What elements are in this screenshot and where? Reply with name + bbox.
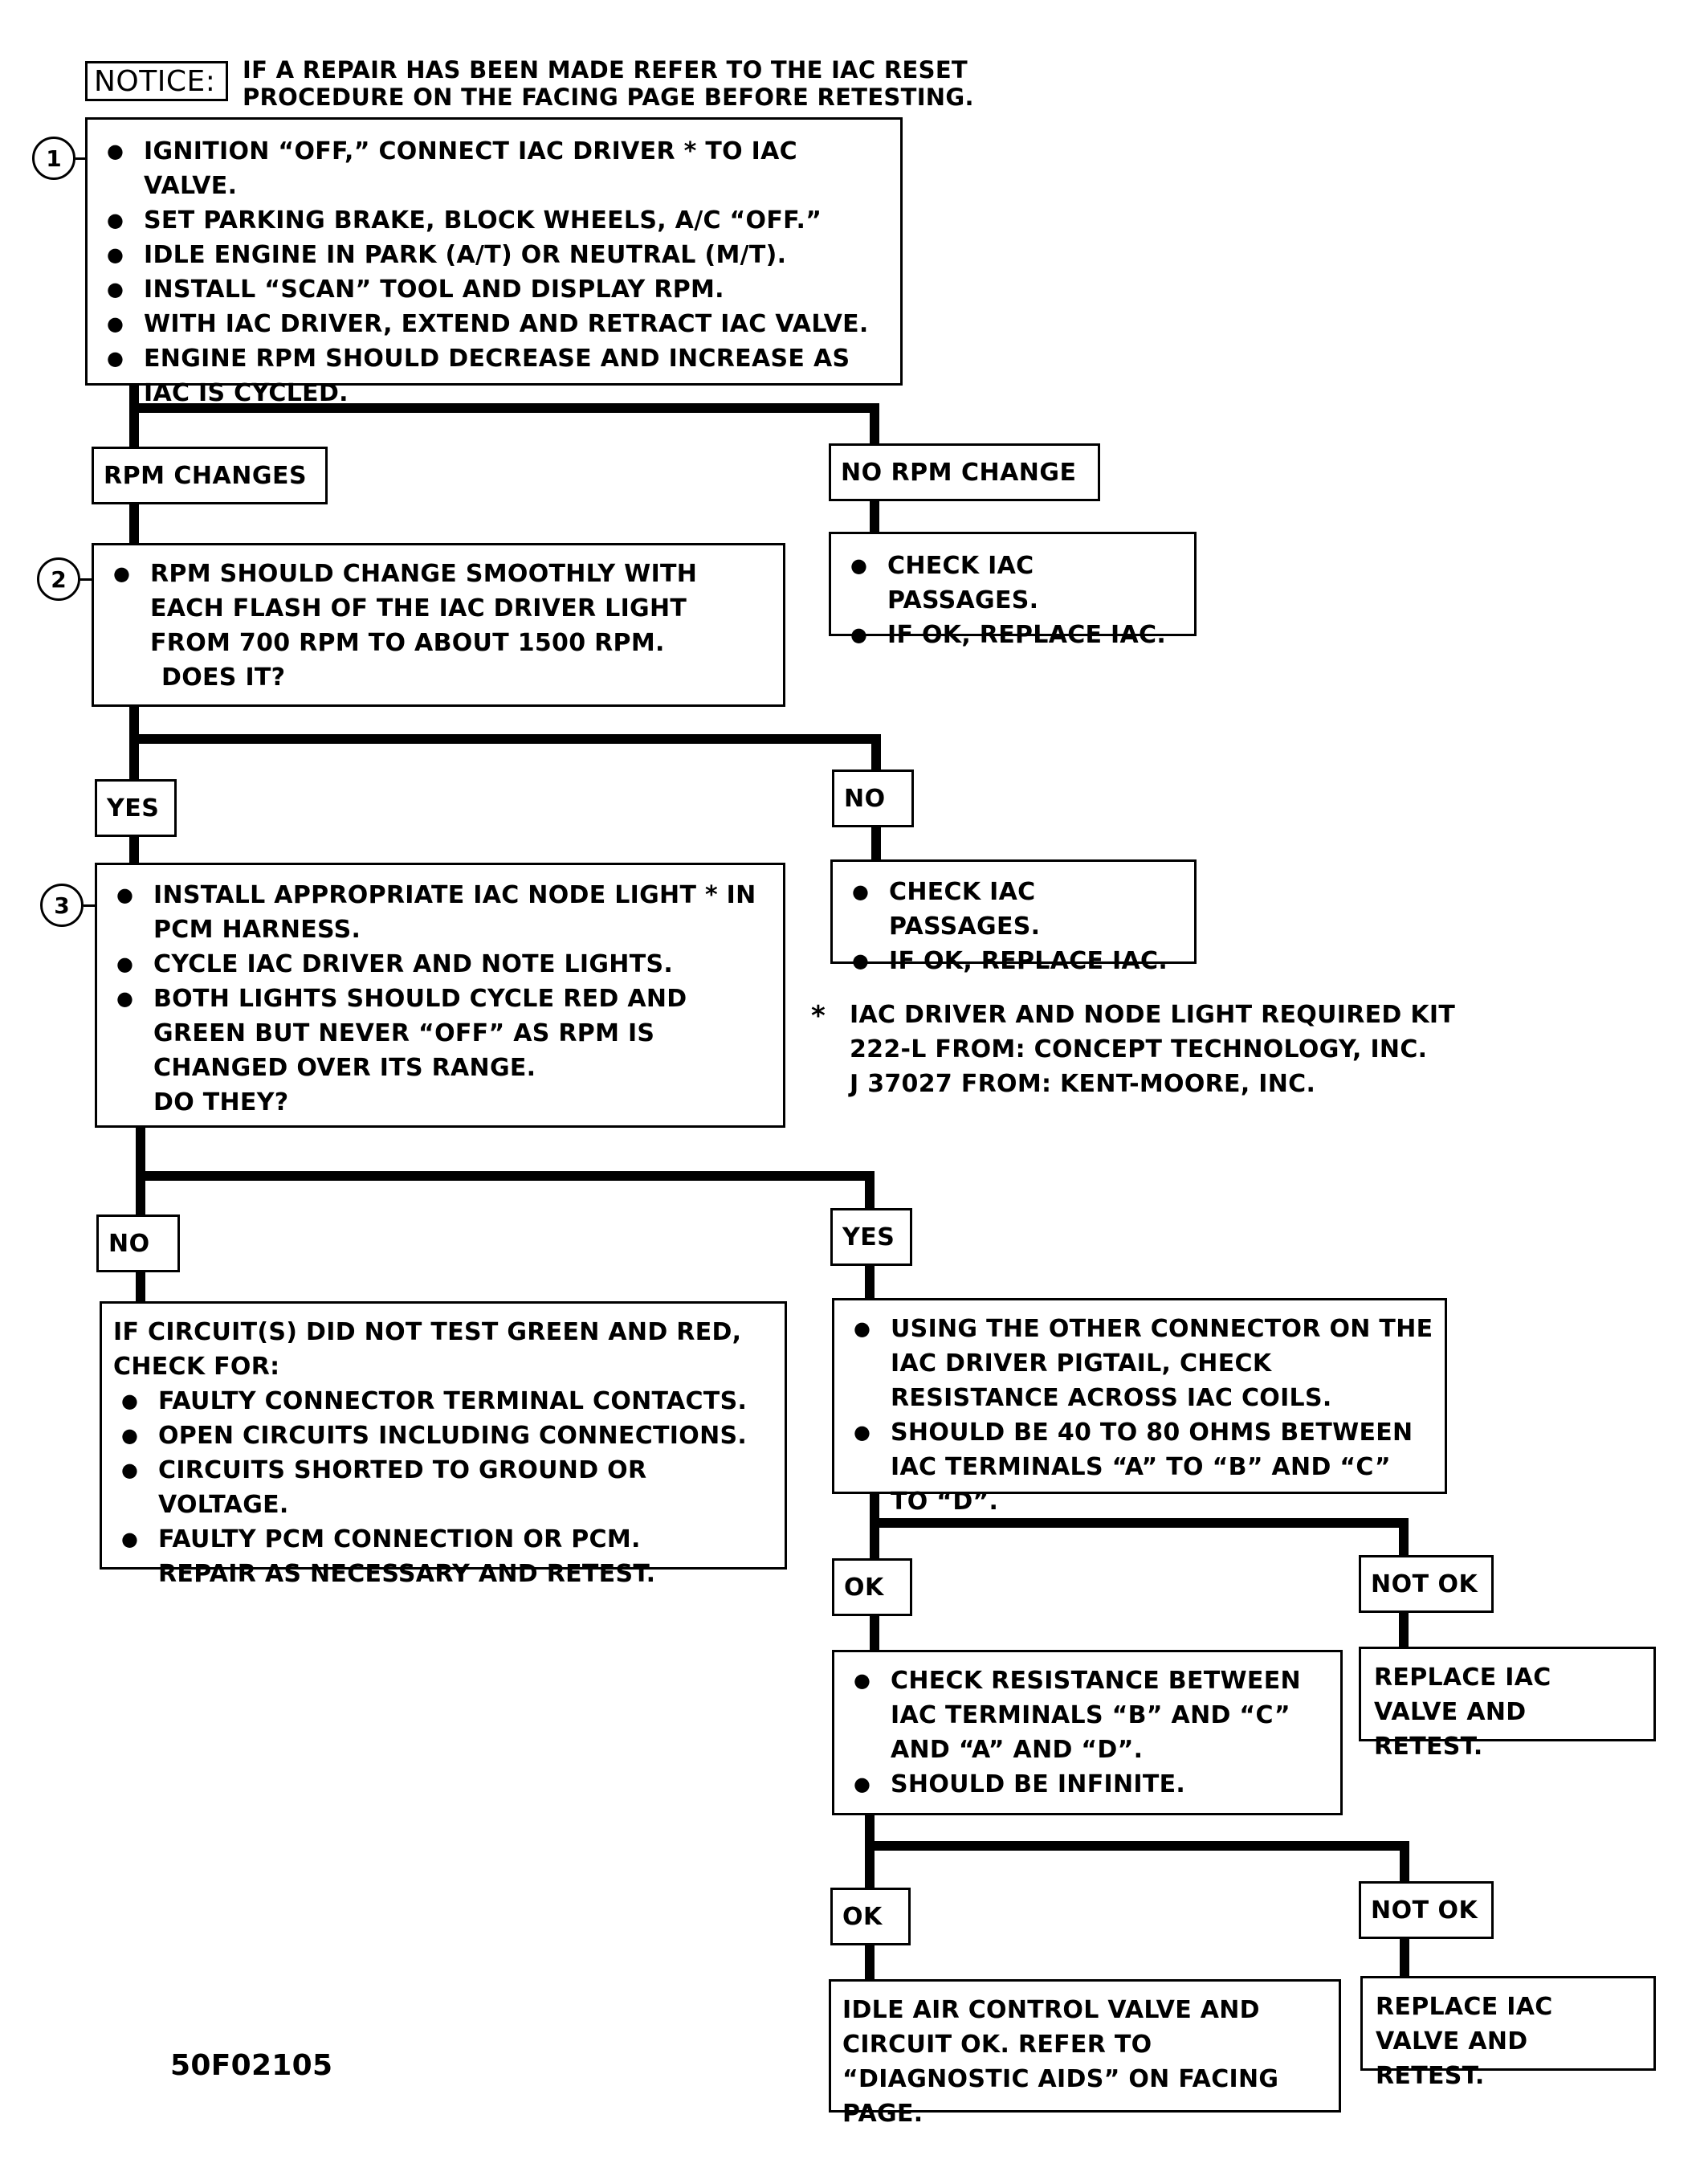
no-rpm-item: IF OK, REPLACE IAC. (842, 618, 1183, 652)
step-3-item: CYCLE IAC DRIVER AND NOTE LIGHTS. (108, 947, 772, 982)
no-label-3: NO (96, 1214, 180, 1272)
footnote-line-3: J 37027 FROM: KENT-MOORE, INC. (850, 1070, 1316, 1098)
branch-1-stem (129, 386, 139, 447)
final-ok-box: IDLE AIR CONTROL VALVE AND CIRCUIT OK. R… (829, 1979, 1341, 2128)
step-2-item: RPM SHOULD CHANGE SMOOTHLY WITH EACH FLA… (105, 557, 772, 660)
no-rpm-drop (870, 501, 879, 532)
step-2-marker: 2 (37, 557, 80, 601)
no-3-outro: REPAIR AS NECESSARY AND RETEST. (158, 1560, 656, 1588)
step-1-item: INSTALL “SCAN” TOOL AND DISPLAY RPM. (99, 272, 889, 307)
branch-4-bar (870, 1518, 1409, 1528)
check-resistance-list: CHECK RESISTANCE BETWEEN IAC TERMINALS “… (846, 1664, 1329, 1802)
no-3-list: FAULTY CONNECTOR TERMINAL CONTACTS. OPEN… (113, 1384, 773, 1557)
rpm-changes-label: RPM CHANGES (92, 447, 328, 504)
notice-line-1: IF A REPAIR HAS BEEN MADE REFER TO THE I… (243, 56, 968, 84)
yes-label-3: YES (830, 1208, 912, 1266)
branch-2-right-drop (871, 734, 881, 779)
step-3-marker: 3 (40, 884, 84, 927)
branch-5-stem (865, 1815, 875, 1888)
no-2-box: CHECK IAC PASSAGES. IF OK, REPLACE IAC. (830, 859, 1197, 978)
ok-4-drop (870, 1616, 879, 1650)
not-ok-4-drop (1399, 1613, 1409, 1647)
no-label-2: NO (832, 770, 914, 827)
no-3-item: CIRCUITS SHORTED TO GROUND OR VOLTAGE. (113, 1453, 773, 1522)
yes-2-drop (129, 837, 139, 863)
ok-label-4: OK (832, 1558, 912, 1616)
step-1-box: IGNITION “OFF,” CONNECT IAC DRIVER * TO … (85, 117, 903, 407)
figure-id: 50F02105 (170, 2049, 333, 2082)
no-rpm-change-label: NO RPM CHANGE (829, 443, 1100, 501)
notice-label: NOTICE: (85, 61, 228, 101)
no-3-drop (136, 1272, 145, 1301)
step-1-item: WITH IAC DRIVER, EXTEND AND RETRACT IAC … (99, 307, 889, 341)
yes-3-list: USING THE OTHER CONNECTOR ON THE IAC DRI… (846, 1312, 1433, 1519)
no-rpm-change-list: CHECK IAC PASSAGES. IF OK, REPLACE IAC. (842, 549, 1183, 652)
branch-3-bar (136, 1171, 875, 1181)
step-2-question: DOES IT? (161, 663, 286, 692)
step-1-list: IGNITION “OFF,” CONNECT IAC DRIVER * TO … (99, 134, 889, 410)
step-3-item: INSTALL APPROPRIATE IAC NODE LIGHT * IN … (108, 878, 772, 947)
footnote-line-2: 222-L FROM: CONCEPT TECHNOLOGY, INC. (850, 1035, 1428, 1063)
step-3-box: INSTALL APPROPRIATE IAC NODE LIGHT * IN … (95, 863, 785, 1128)
step-1-item: SET PARKING BRAKE, BLOCK WHEELS, A/C “OF… (99, 203, 889, 238)
replace-iac-box-1: REPLACE IAC VALVE AND RETEST. (1359, 1647, 1656, 1761)
no-3-box: IF CIRCUIT(S) DID NOT TEST GREEN AND RED… (100, 1301, 787, 1588)
no-2-item: IF OK, REPLACE IAC. (844, 944, 1183, 978)
notice-text: IF A REPAIR HAS BEEN MADE REFER TO THE I… (243, 56, 974, 111)
no-rpm-item: CHECK IAC PASSAGES. (842, 549, 1183, 618)
check-resistance-item: SHOULD BE INFINITE. (846, 1767, 1329, 1802)
step-2-box: RPM SHOULD CHANGE SMOOTHLY WITH EACH FLA… (92, 543, 785, 707)
branch-1-bar (129, 403, 879, 413)
step-1-item: IDLE ENGINE IN PARK (A/T) OR NEUTRAL (M/… (99, 238, 889, 272)
branch-5-right-drop (1400, 1841, 1409, 1881)
ok-label-5: OK (830, 1888, 911, 1945)
branch-2-bar (129, 734, 881, 744)
footnote-text: IAC DRIVER AND NODE LIGHT REQUIRED KIT 2… (850, 998, 1455, 1101)
footnote-line-1: IAC DRIVER AND NODE LIGHT REQUIRED KIT (850, 1001, 1456, 1029)
not-ok-label-5: NOT OK (1359, 1881, 1494, 1939)
step-2-connector (80, 578, 92, 581)
branch-5-bar (865, 1841, 1409, 1851)
branch-3-right-drop (865, 1171, 875, 1208)
yes-3-item: USING THE OTHER CONNECTOR ON THE IAC DRI… (846, 1312, 1433, 1415)
no-2-item: CHECK IAC PASSAGES. (844, 875, 1183, 944)
step-3-item: BOTH LIGHTS SHOULD CYCLE RED AND GREEN B… (108, 982, 772, 1085)
step-3-connector (84, 904, 96, 907)
rpm-changes-drop (129, 504, 139, 543)
no-3-item: FAULTY CONNECTOR TERMINAL CONTACTS. (113, 1384, 773, 1419)
step-1-item: IGNITION “OFF,” CONNECT IAC DRIVER * TO … (99, 134, 889, 203)
branch-1-right-drop (870, 403, 879, 443)
step-3-question: DO THEY? (153, 1088, 289, 1116)
step-1-connector (75, 157, 87, 160)
step-1-marker: 1 (32, 137, 75, 180)
not-ok-label-4: NOT OK (1359, 1555, 1494, 1613)
step-3-list: INSTALL APPROPRIATE IAC NODE LIGHT * IN … (108, 878, 772, 1085)
ok-5-drop (865, 1945, 875, 1979)
yes-3-drop (865, 1266, 875, 1298)
no-3-item: OPEN CIRCUITS INCLUDING CONNECTIONS. (113, 1419, 773, 1453)
notice-line-2: PROCEDURE ON THE FACING PAGE BEFORE RETE… (243, 84, 974, 111)
replace-iac-box-2: REPLACE IAC VALVE AND RETEST. (1360, 1976, 1656, 2090)
no-2-list: CHECK IAC PASSAGES. IF OK, REPLACE IAC. (844, 875, 1183, 978)
step-2-list: RPM SHOULD CHANGE SMOOTHLY WITH EACH FLA… (105, 557, 772, 660)
branch-2-stem (129, 707, 139, 787)
footnote-marker: * (811, 1000, 826, 1032)
branch-4-right-drop (1399, 1518, 1409, 1555)
step-1-item: ENGINE RPM SHOULD DECREASE AND INCREASE … (99, 341, 889, 410)
yes-label-2: YES (95, 779, 177, 837)
no-3-item: FAULTY PCM CONNECTION OR PCM. (113, 1522, 773, 1557)
check-resistance-item: CHECK RESISTANCE BETWEEN IAC TERMINALS “… (846, 1664, 1329, 1767)
not-ok-5-drop (1400, 1939, 1409, 1976)
no-2-drop (871, 827, 881, 859)
no-rpm-change-box: CHECK IAC PASSAGES. IF OK, REPLACE IAC. (829, 532, 1197, 652)
no-3-intro: IF CIRCUIT(S) DID NOT TEST GREEN AND RED… (113, 1318, 742, 1381)
yes-3-item: SHOULD BE 40 TO 80 OHMS BETWEEN IAC TERM… (846, 1415, 1433, 1519)
check-resistance-box: CHECK RESISTANCE BETWEEN IAC TERMINALS “… (832, 1650, 1343, 1815)
yes-3-box: USING THE OTHER CONNECTOR ON THE IAC DRI… (832, 1298, 1447, 1516)
